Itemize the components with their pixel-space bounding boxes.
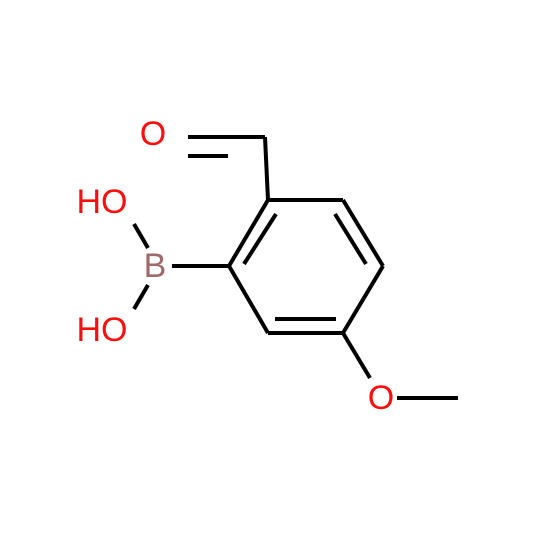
bond-ring-inner-1 xyxy=(242,212,278,266)
bond-boron-oh-1 xyxy=(132,222,150,250)
atom-methoxy-oxygen: O xyxy=(368,379,394,417)
atom-aldehyde-oxygen: O xyxy=(140,115,166,153)
bond-cho-ring xyxy=(263,136,270,201)
bond-ring-3 xyxy=(341,264,385,335)
bond-boron-oh-2 xyxy=(132,283,150,311)
atom-hydroxyl-2: HO xyxy=(77,311,128,349)
bond-ring-6 xyxy=(227,198,270,268)
bond-ring-inner-2 xyxy=(333,212,368,266)
bond-ring-methoxy xyxy=(341,331,372,380)
bond-ring-2 xyxy=(341,198,385,268)
bond-ring-5 xyxy=(227,264,270,335)
atom-hydroxyl-1: HO xyxy=(77,183,128,221)
atom-boron: B xyxy=(144,247,167,285)
